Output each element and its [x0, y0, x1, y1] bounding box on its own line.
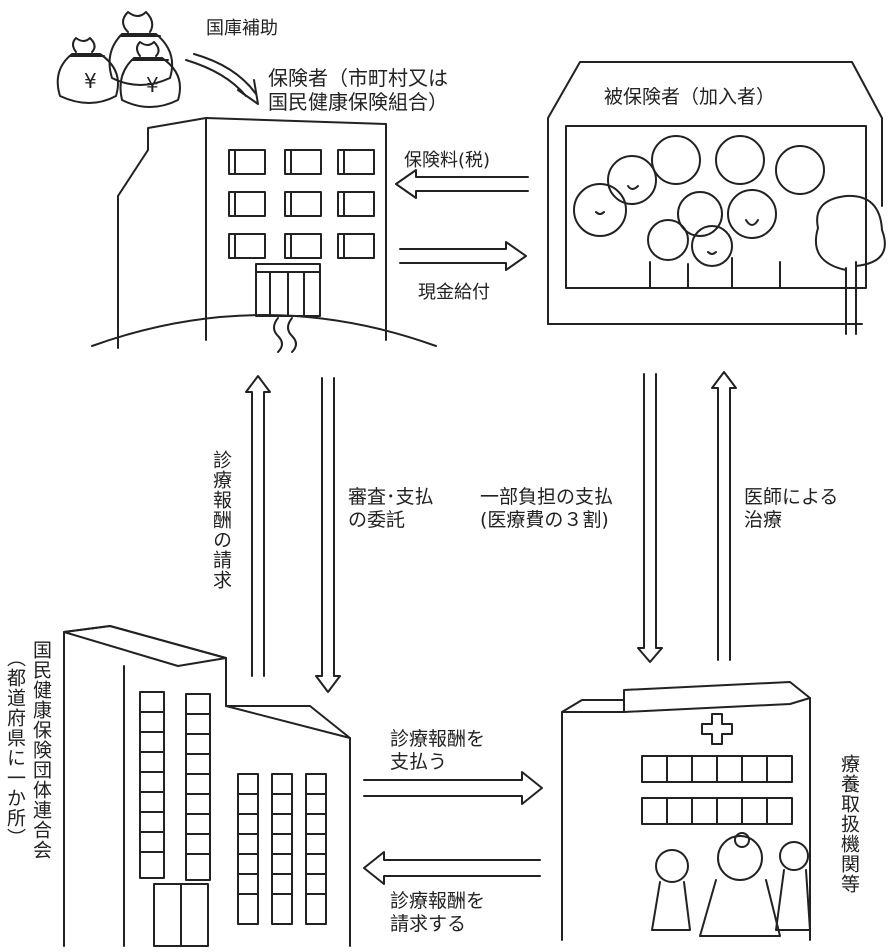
- money-bags-icon: ¥ ¥: [56, 11, 181, 108]
- subsidy-arrow: [185, 53, 259, 105]
- copayment-down-arrow: [637, 373, 663, 663]
- treatment-up-arrow: [711, 371, 737, 661]
- yen-symbol-1: ¥: [84, 69, 97, 93]
- federation-building-icon: [63, 625, 351, 947]
- fee-request-up-arrow: [245, 375, 271, 677]
- insured-label: 被保険者（加入者）: [604, 86, 776, 108]
- treatment-label: 医師による 治療: [744, 486, 839, 532]
- request-fee-arrow: [363, 851, 541, 885]
- medical-institution-label: 療養取扱機関等: [837, 754, 860, 894]
- review-delegation-down-arrow: [315, 377, 341, 693]
- pay-fee-label: 診療報酬を 支払う: [390, 728, 486, 774]
- insurer-label: 保険者（市町村又は 国民健康保険組合）: [268, 66, 448, 115]
- copayment-label: 一部負担の支払 (医療費の３割): [480, 486, 614, 532]
- yen-symbol-2: ¥: [146, 73, 159, 97]
- cash-benefit-label: 現金給付: [418, 282, 490, 303]
- premium-label: 保険料(税): [404, 150, 491, 171]
- hospital-building-icon: [561, 681, 811, 941]
- insurer-building-icon: [91, 117, 437, 353]
- request-fee-label: 診療報酬を 請求する: [390, 890, 486, 936]
- federation-label: 国民健康保険団体連合会: [29, 640, 52, 860]
- fee-request-label: 診療報酬の請求: [209, 450, 232, 590]
- pay-fee-arrow: [363, 771, 543, 805]
- insured-people-icon: [547, 61, 886, 335]
- premium-arrow: [395, 169, 529, 199]
- federation-location-label: （都道府県に一か所）: [3, 648, 26, 848]
- cash-benefit-arrow: [399, 241, 527, 271]
- national-subsidy-label: 国庫補助: [206, 18, 278, 39]
- review-delegation-label: 審査･支払 の委託: [348, 486, 434, 532]
